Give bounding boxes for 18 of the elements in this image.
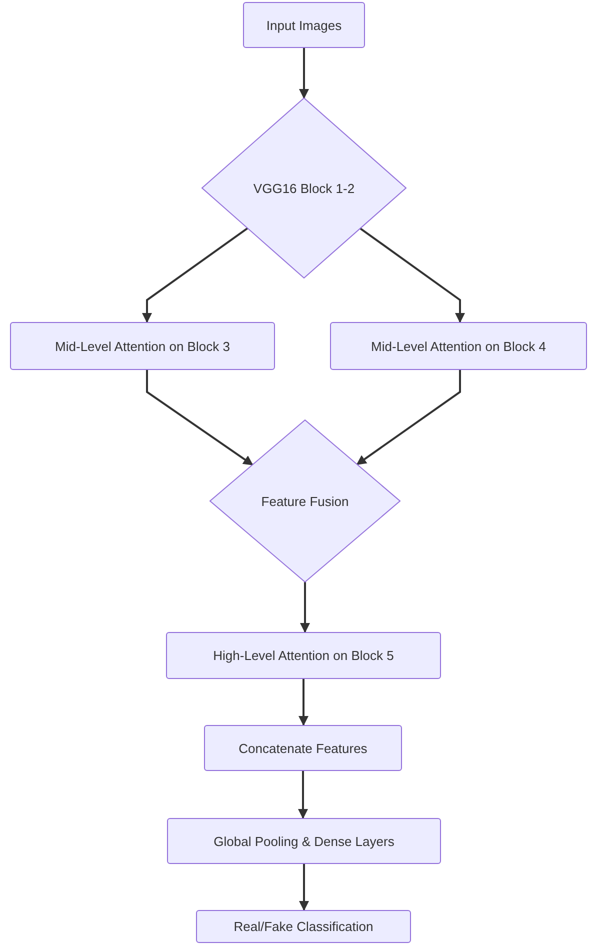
arrow xyxy=(360,228,465,323)
arrow xyxy=(146,370,254,466)
arrow xyxy=(300,582,310,633)
arrow xyxy=(299,864,309,911)
arrow xyxy=(298,771,308,819)
diamond-label: Feature Fusion xyxy=(261,494,349,508)
process-box: Mid-Level Attention on Block 3 xyxy=(10,322,275,370)
process-box: Input Images xyxy=(243,2,365,48)
arrow xyxy=(298,679,308,726)
diamond-label: VGG16 Block 1-2 xyxy=(253,180,355,196)
process-box: Concatenate Features xyxy=(204,725,402,771)
process-box: High-Level Attention on Block 5 xyxy=(166,632,441,679)
arrow xyxy=(299,48,309,99)
arrow xyxy=(142,227,248,323)
process-box: Real/Fake Classification xyxy=(196,910,411,943)
arrow xyxy=(356,370,461,466)
process-box: Global Pooling & Dense Layers xyxy=(167,818,441,864)
process-box: Mid-Level Attention on Block 4 xyxy=(330,322,587,370)
